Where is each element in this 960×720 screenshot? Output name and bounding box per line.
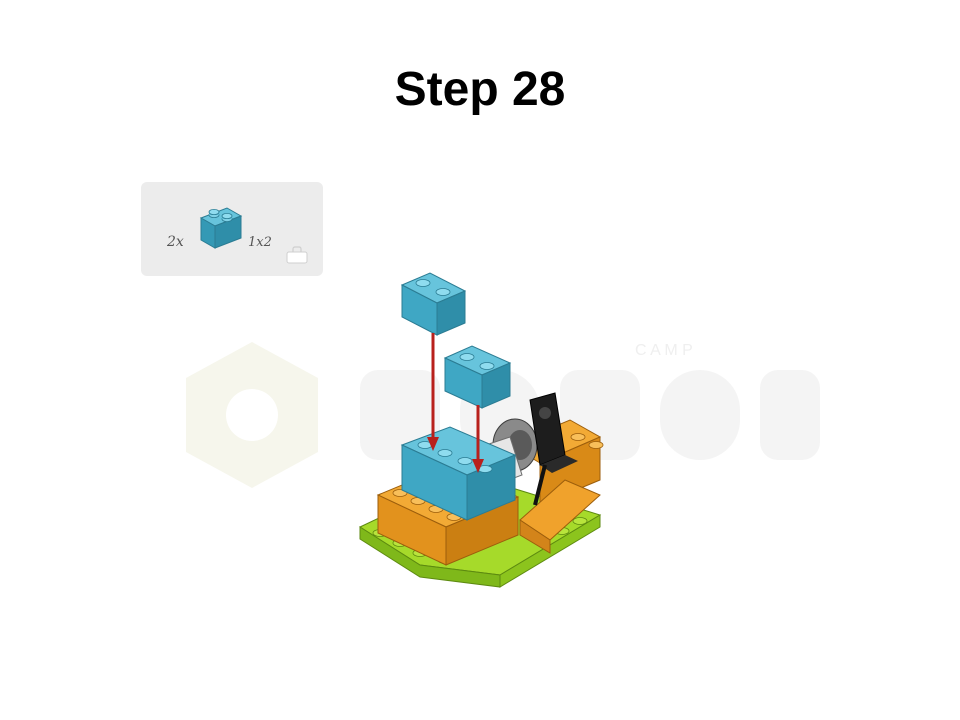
step-title: Step 28 xyxy=(394,63,566,116)
blue-brick-1x2-icon xyxy=(199,207,243,249)
part-quantity: 2x xyxy=(167,234,184,250)
watermark-camp-text: C A M P xyxy=(635,342,693,359)
parts-callout: 2x 1x2 xyxy=(141,182,323,276)
part-size-label: 1x2 xyxy=(248,235,272,250)
blue-brick-floating-1 xyxy=(400,272,467,336)
black-bracket xyxy=(529,392,578,506)
placement-arrows xyxy=(427,333,484,473)
blue-brick-floating-2 xyxy=(443,345,512,409)
bag-icon xyxy=(286,246,308,264)
lego-model-illustration xyxy=(358,272,604,588)
